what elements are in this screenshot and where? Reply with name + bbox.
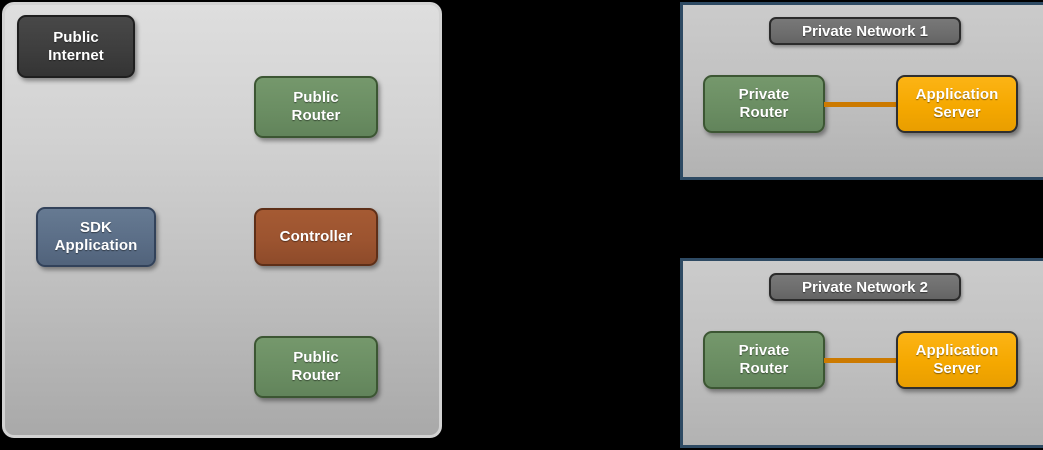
private-network-1-title-label: Private Network 1 bbox=[802, 22, 928, 40]
node-public-router-2-label: Public Router bbox=[291, 349, 341, 384]
link-private-router-2-to-application-server-2 bbox=[824, 358, 897, 363]
node-private-router-1-label: Private Router bbox=[738, 86, 790, 121]
public-zone-panel: Public Internet Public Router SDK Applic… bbox=[2, 2, 442, 438]
link-private-router-1-to-application-server-1 bbox=[824, 102, 897, 107]
private-network-2-title-label: Private Network 2 bbox=[802, 278, 928, 296]
node-sdk-application[interactable]: SDK Application bbox=[36, 207, 156, 267]
private-network-2-title: Private Network 2 bbox=[769, 273, 961, 301]
node-public-router-2[interactable]: Public Router bbox=[254, 336, 378, 398]
node-controller[interactable]: Controller bbox=[254, 208, 378, 266]
private-network-1-title: Private Network 1 bbox=[769, 17, 961, 45]
node-public-router-1-label: Public Router bbox=[291, 89, 341, 124]
node-sdk-application-label: SDK Application bbox=[54, 219, 138, 254]
private-network-2-panel: Private Network 2 Private Router Applica… bbox=[680, 258, 1043, 448]
node-private-router-2[interactable]: Private Router bbox=[703, 331, 825, 389]
node-application-server-1[interactable]: Application Server bbox=[896, 75, 1018, 133]
node-application-server-2[interactable]: Application Server bbox=[896, 331, 1018, 389]
node-public-router-1[interactable]: Public Router bbox=[254, 76, 378, 138]
private-network-1-panel: Private Network 1 Private Router Applica… bbox=[680, 2, 1043, 180]
node-private-router-2-label: Private Router bbox=[738, 342, 790, 377]
node-application-server-2-label: Application Server bbox=[915, 342, 999, 377]
node-private-router-1[interactable]: Private Router bbox=[703, 75, 825, 133]
node-application-server-1-label: Application Server bbox=[915, 86, 999, 121]
node-controller-label: Controller bbox=[279, 228, 353, 246]
node-public-internet-label: Public Internet bbox=[48, 28, 104, 64]
node-public-internet[interactable]: Public Internet bbox=[17, 15, 135, 78]
